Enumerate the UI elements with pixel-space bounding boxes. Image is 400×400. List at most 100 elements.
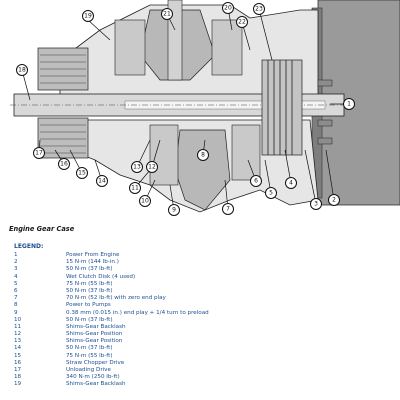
callout: 18 (16, 64, 28, 76)
legend-description: Power to Pumps (66, 302, 111, 309)
callout: 5 (265, 187, 277, 199)
callout-label: 9 (172, 207, 176, 214)
callout-label: 16 (60, 161, 68, 168)
bolt (317, 137, 333, 145)
callout-label: 14 (98, 178, 106, 185)
legend-row: 8 Power to Pumps (14, 302, 394, 309)
legend-row: 15 75 N·m (55 lb-ft) (14, 353, 394, 360)
legend-description: Shims-Gear Position (66, 331, 123, 338)
callout-label: 20 (224, 5, 232, 12)
legend-number: 14 (14, 345, 22, 352)
callout-label: 7 (226, 206, 230, 213)
callout: 10 (139, 195, 151, 207)
top-shaft (167, 0, 183, 81)
callout: 23 (253, 3, 265, 15)
legend-row: 7 70 N·m (52 lb-ft) with zero end play (14, 295, 394, 302)
callout: 2 (328, 194, 340, 206)
legend-number: 15 (14, 352, 22, 359)
legend-number: 13 (14, 338, 22, 345)
pulley-lower-grooves (40, 124, 86, 154)
legend-number: 9 (14, 309, 18, 316)
bolt (317, 119, 333, 127)
legend-description: 70 N·m (52 lb-ft) with zero end play (66, 295, 166, 302)
callout: 4 (285, 177, 297, 189)
legend-number: 19 (14, 381, 22, 388)
legend-row: 9 0.38 mm (0.015 in.) end play + 1/4 turn… (14, 310, 394, 317)
lower-gear-right (231, 124, 261, 181)
callout-label: 2 (332, 197, 336, 204)
callout-label: 23 (255, 6, 263, 13)
legend-description: Shims-Gear Position (66, 338, 123, 345)
callout: 1 (343, 98, 355, 110)
legend-row: 1 Power From Engine (14, 252, 394, 259)
legend-number: 2 (14, 259, 18, 266)
legend-number: 4 (14, 273, 18, 280)
gear-upper-left (114, 19, 146, 76)
callout: 11 (129, 182, 141, 194)
legend-description: 0.38 mm (0.015 in.) end play + 1/4 turn … (66, 309, 209, 316)
figure-caption: Engine Gear Case (9, 225, 75, 233)
legend-description: Shims-Gear Backlash (66, 323, 126, 330)
legend-description: Straw Chopper Drive (66, 359, 125, 366)
legend-number: 1 (14, 252, 18, 258)
engine-gear-case-drawing: 1 2 3 4 5 6 7 8 9 10 11 12 13 14 15 16 1… (10, 0, 400, 216)
callout: 17 (33, 147, 45, 159)
legend-number: 7 (14, 295, 18, 302)
legend-description: 50 N·m (37 lb-ft) (66, 287, 113, 294)
callout-label: 19 (84, 13, 92, 20)
legend-row: 16 Straw Chopper Drive (14, 360, 394, 367)
callout-label: 5 (269, 190, 273, 197)
legend-description: 75 N·m (55 lb-ft) (66, 352, 113, 359)
legend-number: 17 (14, 367, 22, 373)
legend: LEGEND: 1 Power From Engine 2 15 N·m (144 … (14, 243, 394, 389)
callout: 14 (96, 175, 108, 187)
legend-number: 5 (14, 280, 18, 287)
legend-row: 11 Shims-Gear Backlash (14, 324, 394, 331)
legend-description: 75 N·m (55 lb-ft) (66, 280, 113, 287)
legend-number: 8 (14, 302, 18, 309)
callout-label: 13 (133, 164, 141, 171)
callout-label: 22 (238, 19, 246, 26)
wet-clutch-pack (261, 59, 303, 156)
callout: 22 (236, 16, 248, 28)
callout-label: 10 (141, 198, 149, 205)
legend-row: 5 75 N·m (55 lb-ft) (14, 281, 394, 288)
callout-label: 6 (254, 178, 258, 185)
legend-description: 50 N·m (37 lb-ft) (66, 266, 113, 273)
legend-number: 11 (14, 323, 22, 330)
legend-number: 10 (14, 316, 22, 323)
legend-description: 50 N·m (37 lb-ft) (66, 316, 113, 323)
legend-row: 13 Shims-Gear Position (14, 338, 394, 345)
legend-number: 6 (14, 287, 18, 294)
legend-row: 4 Wet Clutch Disk (4 used) (14, 274, 394, 281)
legend-number: 18 (14, 374, 22, 381)
callout-label: 21 (163, 11, 171, 18)
legend-row: 14 50 N·m (37 lb-ft) (14, 345, 394, 352)
legend-row: 6 50 N·m (37 lb-ft) (14, 288, 394, 295)
callout: 9 (168, 204, 180, 216)
pulley-lower (37, 117, 89, 159)
callout: 16 (58, 158, 70, 170)
callout: 15 (76, 167, 88, 179)
legend-description: Wet Clutch Disk (4 used) (66, 273, 136, 280)
callout-label: 11 (131, 185, 139, 192)
legend-number: 16 (14, 359, 22, 366)
callout-label: 15 (78, 170, 86, 177)
legend-description: Unloading Drive (66, 367, 111, 373)
legend-description: 15 N·m (144 lb-in.) (66, 259, 119, 266)
clutch-disks (267, 60, 293, 155)
callout: 13 (131, 161, 143, 173)
legend-title: LEGEND: (14, 243, 44, 250)
callout-label: 8 (201, 152, 205, 159)
bolt (317, 79, 333, 87)
legend-row: 17 Unloading Drive (14, 367, 394, 374)
lower-gear-left (149, 124, 179, 186)
callout-label: 12 (148, 164, 156, 171)
callout-label: 3 (314, 201, 318, 208)
legend-description: Power From Engine (66, 252, 120, 258)
legend-description: 50 N·m (37 lb-ft) (66, 345, 113, 352)
legend-number: 12 (14, 331, 22, 338)
callout-label: 18 (18, 67, 26, 74)
gear-upper-right (211, 19, 243, 76)
